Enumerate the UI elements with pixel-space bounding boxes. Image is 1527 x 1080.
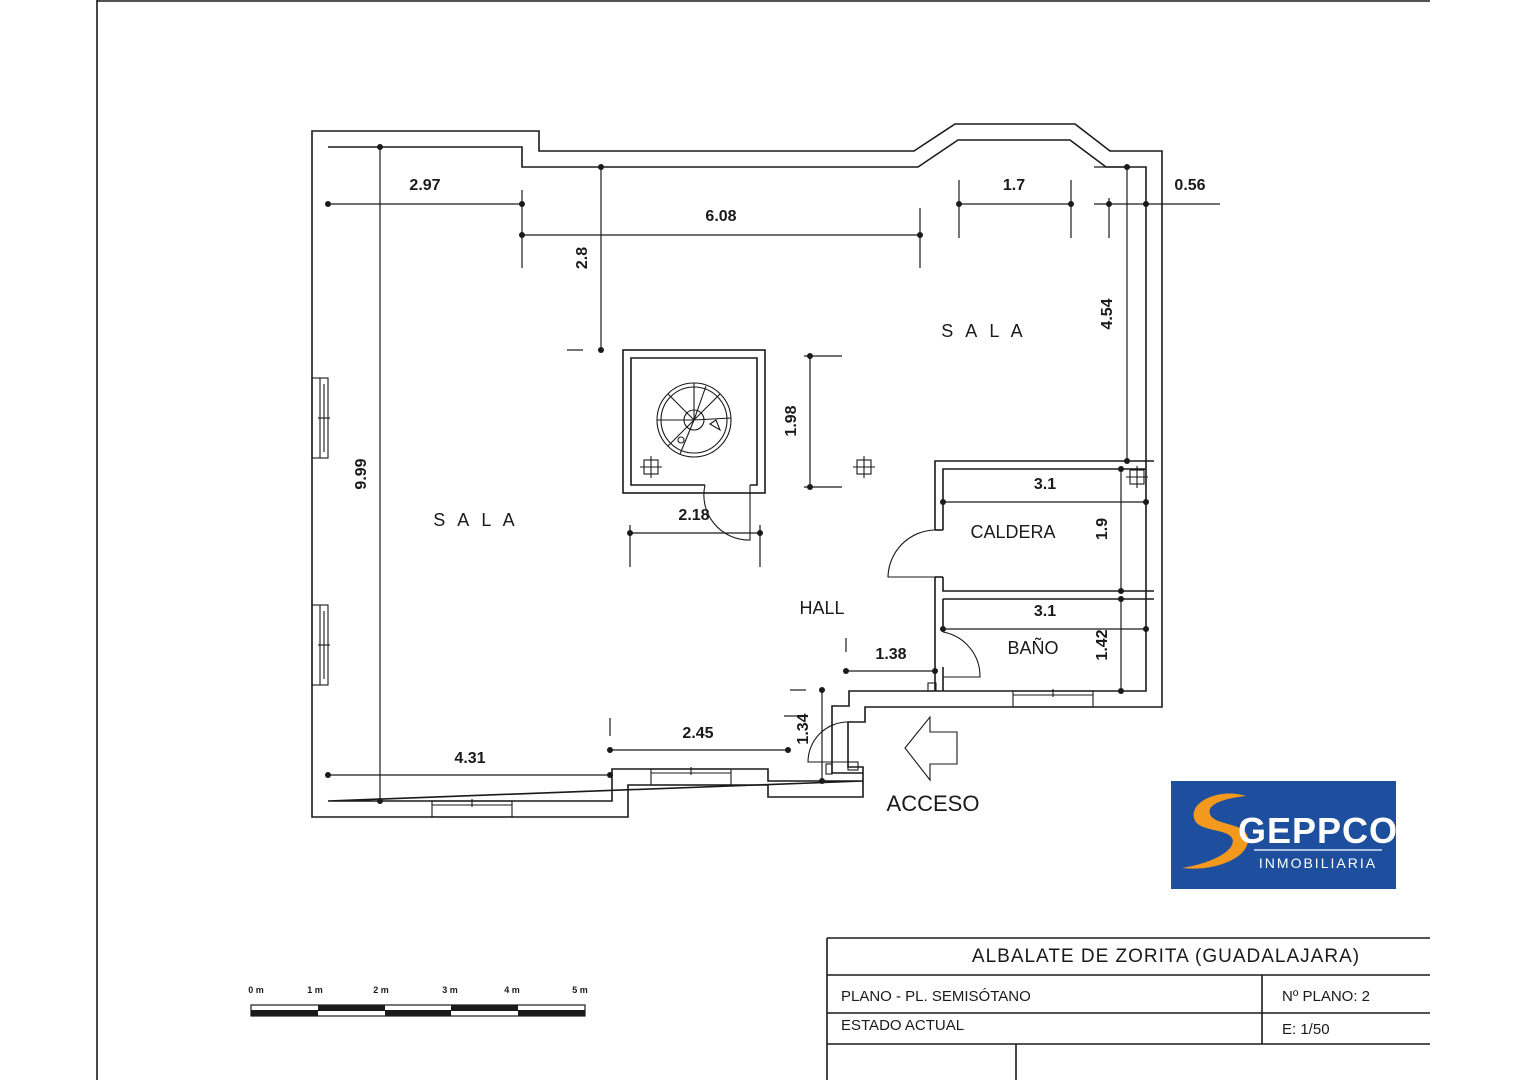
dim-label-3-1-bano: 3.1 xyxy=(1034,603,1056,620)
dim-label-1-38: 1.38 xyxy=(875,646,906,663)
room-label-hall: HALL xyxy=(799,598,844,618)
caldera-door xyxy=(887,529,936,578)
logo-subtitle: INMOBILIARIA xyxy=(1259,855,1377,871)
dim-label-6-08: 6.08 xyxy=(705,208,736,225)
dim-label-3-1-caldera: 3.1 xyxy=(1034,476,1056,493)
room-label-sala-left: S A L A xyxy=(433,510,518,530)
title-block-plan-label: PLANO - PL. SEMISÓTANO xyxy=(841,988,1031,1005)
stair-door xyxy=(703,484,751,541)
scale-bar: 0 m 1 m 2 m 3 m 4 m 5 m xyxy=(248,985,588,1017)
dim-label-4-54: 4.54 xyxy=(1099,298,1116,329)
dim-label-1-7: 1.7 xyxy=(1003,177,1025,194)
dim-label-9-99: 9.99 xyxy=(353,458,370,489)
logo-swoosh-icon xyxy=(1182,793,1249,869)
spiral-staircase-icon xyxy=(656,382,732,458)
pillar-icon xyxy=(640,456,662,478)
title-block-plan-number: Nº PLANO: 2 xyxy=(1282,988,1370,1005)
dim-label-2-97: 2.97 xyxy=(409,177,440,194)
scale-label: 2 m xyxy=(373,985,389,995)
geppco-logo: GEPPCO INMOBILIARIA xyxy=(1171,781,1398,889)
dim-label-0-56: 0.56 xyxy=(1174,177,1205,194)
room-label-caldera: CALDERA xyxy=(970,522,1055,542)
scale-label: 0 m xyxy=(248,985,264,995)
dim-label-2-18: 2.18 xyxy=(678,507,709,524)
stair-enclosure-inner xyxy=(630,357,758,486)
outer-wall xyxy=(311,123,1163,818)
entry-door xyxy=(807,721,849,763)
dim-label-1-9: 1.9 xyxy=(1094,518,1111,540)
dim-label-1-98: 1.98 xyxy=(783,405,800,436)
dim-label-2-8: 2.8 xyxy=(574,247,591,269)
service-block-walls xyxy=(934,460,1154,691)
dim-label-4-31: 4.31 xyxy=(454,750,485,767)
dimension-lines xyxy=(325,144,1220,804)
inner-wall xyxy=(327,139,1147,802)
scale-label: 5 m xyxy=(572,985,588,995)
scale-label: 3 m xyxy=(442,985,458,995)
access-arrow-icon xyxy=(904,715,958,782)
room-label-sala-right: S A L A xyxy=(941,321,1026,341)
dim-label-1-42: 1.42 xyxy=(1094,629,1111,660)
stair-enclosure-outer xyxy=(622,349,766,494)
title-block: ALBALATE DE ZORITA (GUADALAJARA) PLANO -… xyxy=(826,937,1430,1080)
access-label: ACCESO xyxy=(887,791,980,816)
logo-name: GEPPCO xyxy=(1238,810,1398,851)
scale-label: 4 m xyxy=(504,985,520,995)
title-block-state: ESTADO ACTUAL xyxy=(841,1017,964,1034)
title-block-scale: E: 1/50 xyxy=(1282,1021,1330,1038)
scale-label: 1 m xyxy=(307,985,323,995)
bano-door xyxy=(942,631,981,678)
room-label-bano: BAÑO xyxy=(1007,637,1058,658)
title-block-location: ALBALATE DE ZORITA (GUADALAJARA) xyxy=(972,946,1360,967)
pillar-icon xyxy=(853,456,875,478)
dim-label-2-45: 2.45 xyxy=(682,725,713,742)
dim-label-1-34: 1.34 xyxy=(795,713,812,744)
